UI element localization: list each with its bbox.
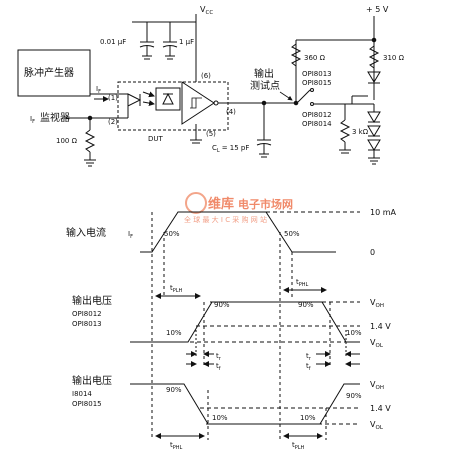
output1-label: 输出电压 — [72, 294, 112, 307]
watermark-brand: 维库 — [208, 196, 234, 212]
tphl-bottom-label: tPHL — [170, 441, 183, 451]
input-current-label: 输入电流 — [66, 226, 106, 239]
pin6-label: (6) — [201, 72, 211, 80]
monitor-label: 监视器 — [40, 111, 70, 124]
opi-a1-label: OPI8013 — [302, 70, 332, 78]
pin2-label: (2) — [108, 118, 118, 126]
tplh-bottom-label: tPLH — [292, 441, 305, 451]
monitor-if-label: IF — [30, 115, 35, 125]
opi-a2-label: OPI8015 — [302, 79, 332, 87]
resistor-360-icon — [290, 43, 302, 67]
led-icon — [127, 93, 142, 107]
diode-2-icon — [367, 125, 381, 137]
pct90-b: 90% — [298, 301, 314, 309]
fifty-percent-left: 50% — [164, 230, 180, 238]
diode-1-icon — [367, 111, 381, 123]
test-point-label-1: 输出 — [254, 67, 274, 80]
pct90-d: 90% — [346, 392, 362, 400]
circuit-schematic — [17, 14, 381, 167]
fifty-percent-right: 50% — [284, 230, 300, 238]
c1uf-label: 1 μF — [179, 38, 194, 46]
output-voltage-1-waveform — [130, 301, 360, 343]
dut-box — [117, 81, 229, 131]
pulse-generator-box — [17, 49, 91, 97]
dut-label: DUT — [148, 135, 164, 143]
resistor-3k-icon — [339, 119, 351, 143]
diode-top-icon — [367, 71, 381, 84]
pct90-c: 90% — [166, 386, 182, 394]
watermark-site: 电子市场网 — [238, 197, 293, 211]
pin4-label: (4) — [226, 108, 236, 116]
pin1-label: (1) — [108, 94, 118, 102]
voh-label: VOH — [370, 298, 384, 309]
diode-3-icon — [367, 139, 381, 151]
tr-a-label: tr — [216, 352, 222, 362]
watermark-slogan: 全 球 最 大 I C 采 购 网 站 — [184, 215, 267, 224]
photodiode-icon — [162, 92, 174, 105]
plus5v-label: + 5 V — [366, 5, 389, 14]
r310-label: 310 Ω — [383, 54, 405, 62]
vol-label: VOL — [370, 338, 384, 349]
output2-label: 输出电压 — [72, 374, 112, 387]
test-point-label-2: 测试点 — [250, 79, 280, 92]
output1-device-2: OPI8013 — [72, 320, 102, 328]
pct90-a: 90% — [214, 301, 230, 309]
output2-device-2: OPI8015 — [72, 400, 102, 408]
pct10-c: 10% — [212, 414, 228, 422]
if-arrow-label: IF — [96, 85, 101, 95]
pct10-d: 10% — [300, 414, 316, 422]
pct10-b: 10% — [346, 329, 362, 337]
vcc-label: VCC — [200, 5, 213, 16]
watermark-logo-icon — [185, 192, 207, 214]
selector-switch-icon — [297, 89, 311, 103]
pct10-a: 10% — [166, 329, 182, 337]
watermark: 维库 电子市场网 全 球 最 大 I C 采 购 网 站 — [184, 192, 293, 224]
timing-waveforms — [130, 211, 360, 440]
schmitt-buffer-icon — [181, 81, 215, 125]
r100-label: 100 Ω — [56, 137, 78, 145]
tplh-top-label: tPLH — [170, 284, 183, 294]
opi-b2-label: OPI8014 — [302, 120, 332, 128]
output-voltage-2-waveform — [130, 383, 360, 425]
tphl-top-label: tPHL — [296, 278, 309, 288]
tr-b-label: tr — [306, 352, 312, 362]
level-0-label: 0 — [370, 248, 375, 257]
output2-device-1: I8014 — [72, 390, 92, 398]
input-if-label: IF — [128, 230, 133, 240]
tf-a-label: tf — [216, 362, 221, 372]
v14-2-label: 1.4 V — [370, 404, 391, 413]
c001-label: 0.01 μF — [100, 38, 126, 46]
vol2-label: VOL — [370, 420, 384, 431]
r360-label: 360 Ω — [304, 54, 326, 62]
voh2-label: VOH — [370, 380, 384, 391]
resistor-310-icon — [368, 45, 380, 69]
tf-b-label: tf — [306, 362, 311, 372]
pin5-label: (5) — [206, 130, 216, 138]
cl-label: CL= 15 pF — [212, 144, 249, 154]
pulse-generator-label: 脉冲产生器 — [24, 66, 74, 79]
r3k-label: 3 kΩ — [352, 128, 369, 136]
opi-b1-label: OPI8012 — [302, 111, 332, 119]
level-10ma-label: 10 mA — [370, 208, 397, 217]
output1-device-1: OPI8012 — [72, 310, 102, 318]
resistor-100-icon — [84, 129, 96, 153]
v14-label: 1.4 V — [370, 322, 391, 331]
input-current-waveform — [140, 211, 336, 253]
